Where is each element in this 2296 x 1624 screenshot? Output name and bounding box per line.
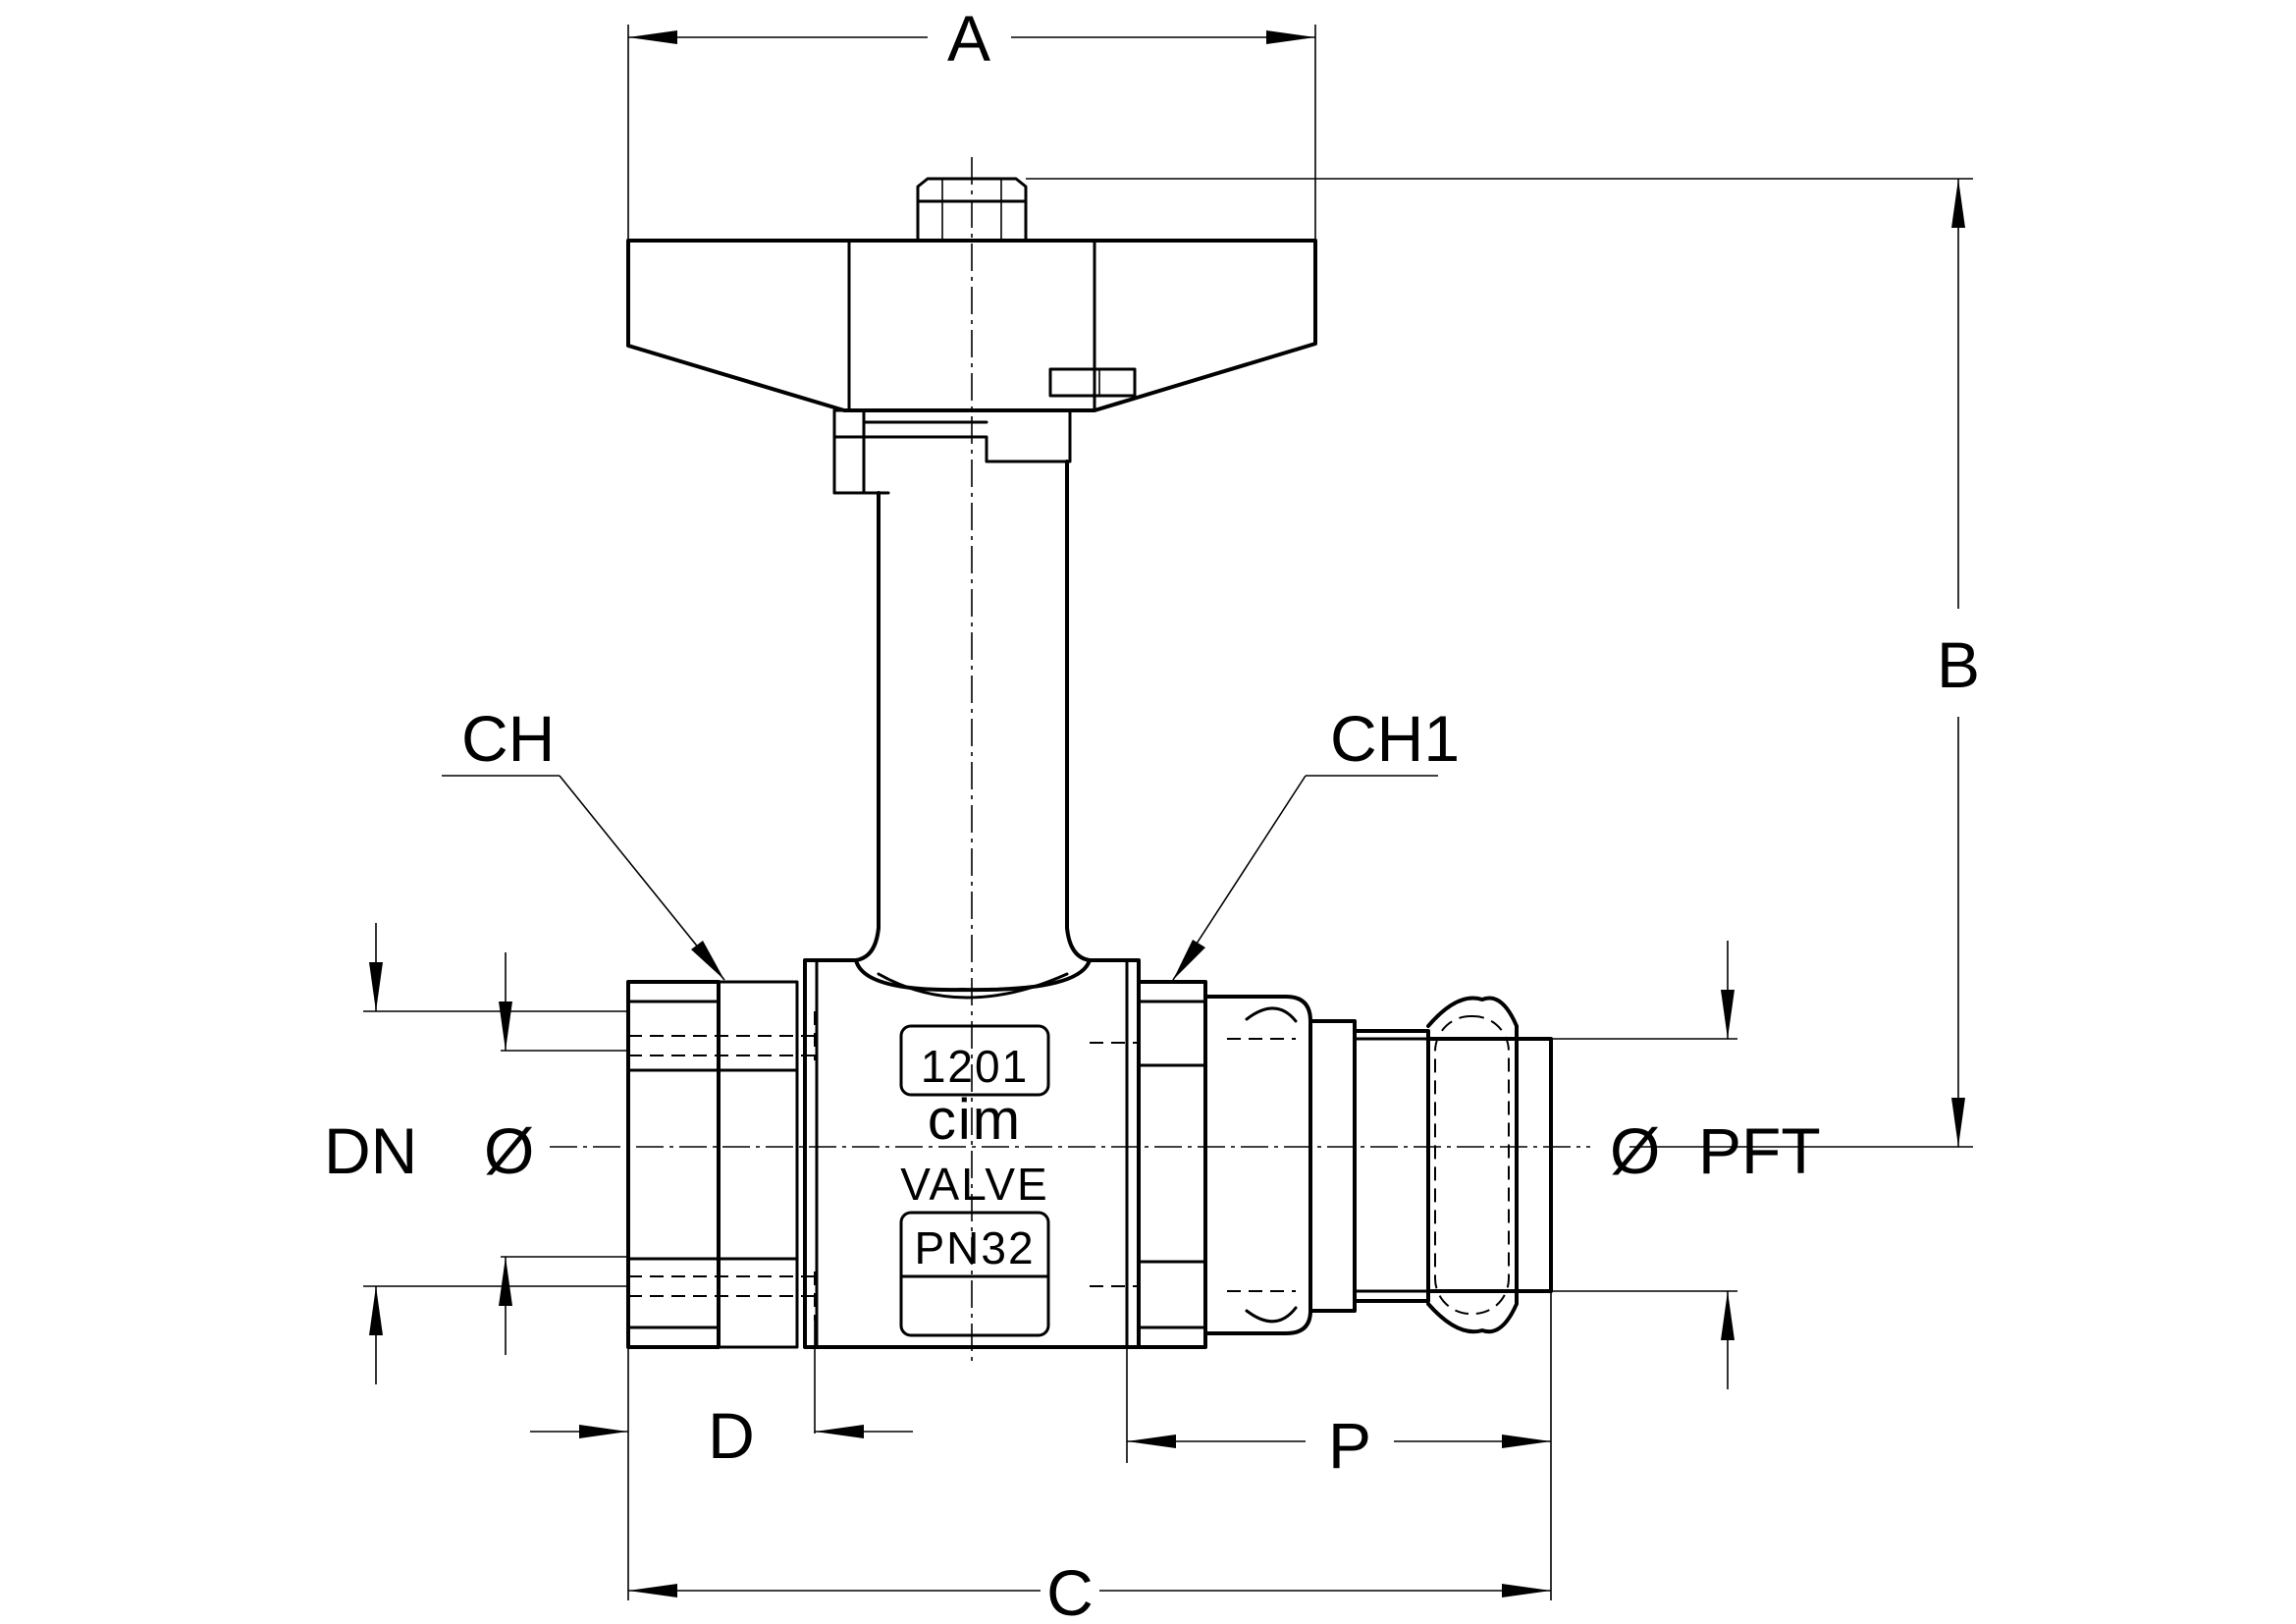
dimension-d-line bbox=[530, 1425, 913, 1438]
dimension-b-line bbox=[1951, 179, 1965, 1147]
pft-label: PFT bbox=[1698, 1114, 1821, 1187]
ch1-leader bbox=[1172, 775, 1438, 981]
dimension-p-label: P bbox=[1328, 1409, 1371, 1482]
ch-leader bbox=[442, 775, 725, 981]
dimension-inner-diameter-line bbox=[499, 952, 512, 1355]
dimension-d-label: D bbox=[708, 1399, 755, 1472]
dimension-dn-line bbox=[369, 923, 383, 1384]
handle-lock-pin bbox=[1048, 367, 1137, 398]
pressure-plate bbox=[899, 1211, 1050, 1337]
model-number: 1201 bbox=[921, 1041, 1029, 1092]
dimension-a-line bbox=[628, 30, 1315, 44]
press-fitting bbox=[1203, 995, 1553, 1335]
ch-label: CH bbox=[461, 702, 555, 775]
ch1-label: CH1 bbox=[1330, 702, 1460, 775]
dn-diameter-symbol: Ø bbox=[484, 1114, 534, 1187]
valve-body: 1201 cim VALVE PN32 bbox=[803, 958, 1141, 1349]
dimension-a-label: A bbox=[947, 2, 990, 75]
extension-lines bbox=[363, 25, 1973, 1600]
pressure-rating: PN32 bbox=[914, 1222, 1035, 1273]
dn-label: DN bbox=[324, 1114, 417, 1187]
body-top-recess bbox=[877, 972, 1069, 1000]
dimension-c-label: C bbox=[1046, 1556, 1094, 1624]
dimension-p-line bbox=[1127, 1435, 1551, 1448]
pft-diameter-symbol: Ø bbox=[1610, 1114, 1660, 1187]
handle-stop-tab bbox=[832, 408, 866, 495]
handle-hub bbox=[862, 408, 1072, 463]
stem bbox=[854, 460, 1092, 962]
dimension-c-line bbox=[628, 1584, 1551, 1597]
model-plate bbox=[899, 1024, 1050, 1097]
valve-mark: VALVE bbox=[900, 1159, 1048, 1210]
female-end-ch bbox=[626, 980, 816, 1349]
dimension-pft-line bbox=[1721, 941, 1735, 1389]
dimension-b-label: B bbox=[1937, 628, 1980, 701]
hex-ch1 bbox=[1090, 980, 1207, 1349]
brand-mark: cim bbox=[928, 1088, 1022, 1152]
